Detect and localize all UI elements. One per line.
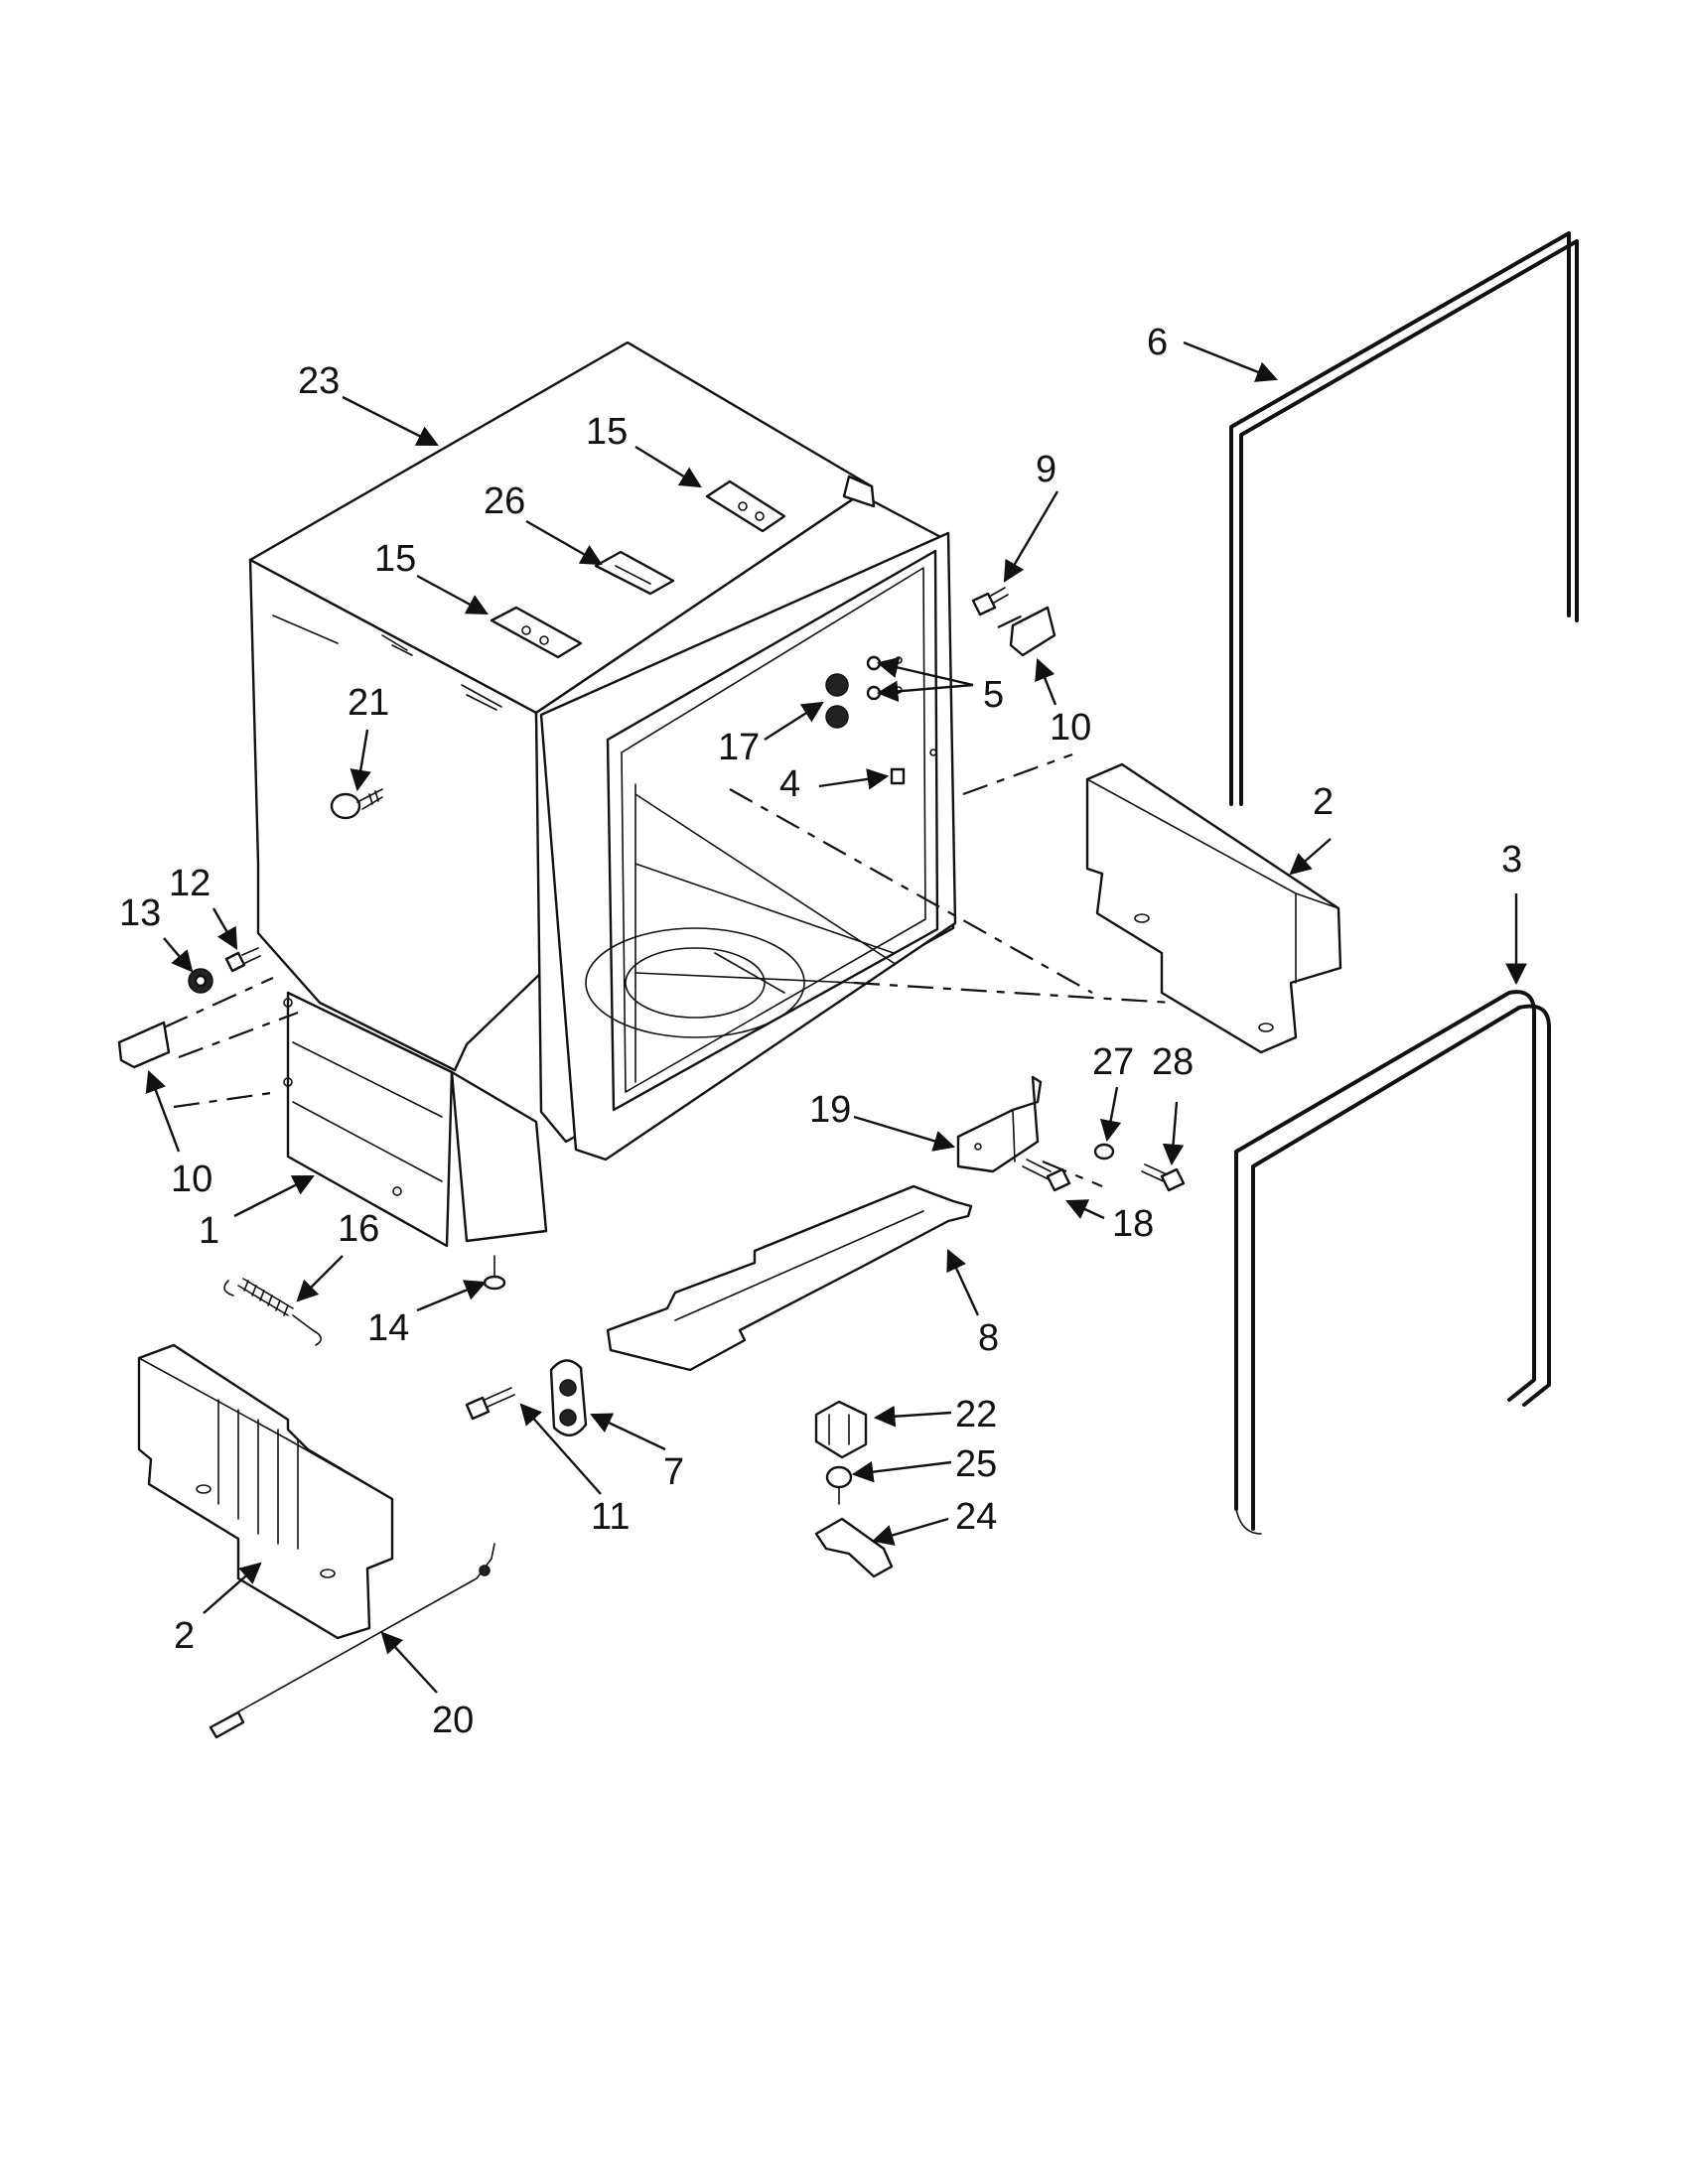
bracket-10-left <box>117 1021 171 1069</box>
leveling-foot-14 <box>483 1255 506 1291</box>
nut-13 <box>188 968 213 994</box>
insulation-block-left <box>137 1343 394 1640</box>
callout-labels: 23 15 26 15 9 6 10 5 17 4 2 3 21 12 13 1… <box>119 322 1522 1741</box>
callout-15b: 15 <box>374 538 416 580</box>
callout-21: 21 <box>348 682 389 724</box>
callout-15a: 15 <box>586 411 628 453</box>
bracket-10-right <box>1009 606 1056 657</box>
callout-9: 8 <box>978 1317 999 1359</box>
screw-7 <box>971 587 1009 616</box>
callout-28: 28 <box>1152 1041 1194 1083</box>
callout-25: 25 <box>955 1443 997 1485</box>
leader-lines <box>145 341 1527 1694</box>
base-frame <box>283 991 548 1248</box>
tub-assembly <box>248 341 957 1161</box>
callout-2b: 2 <box>174 1615 195 1657</box>
bracket-24 <box>814 1517 894 1578</box>
screw-12 <box>224 947 261 973</box>
callout-3: 3 <box>1501 839 1522 881</box>
callout-20: 20 <box>432 1700 474 1741</box>
inlet-fittings <box>825 655 937 785</box>
callout-6: 6 <box>1147 322 1168 363</box>
callout-2a: 2 <box>1313 781 1334 823</box>
screw-11 <box>465 1387 515 1421</box>
insulation-block-right <box>1085 762 1342 1054</box>
sensor-wire-20 <box>209 1543 495 1739</box>
bracket-8 <box>549 1359 588 1436</box>
callout-27: 27 <box>1092 1041 1134 1083</box>
bracket-19 <box>956 1075 1043 1173</box>
bottom-plate <box>606 1184 973 1372</box>
callout-10a: 10 <box>1050 707 1091 749</box>
callout-19: 19 <box>809 1089 851 1131</box>
switch-22 <box>814 1400 868 1459</box>
callout-26: 26 <box>484 480 525 522</box>
callout-11: 11 <box>591 1496 630 1538</box>
callout-7: 9 <box>1036 449 1056 490</box>
spring-16 <box>223 1278 323 1346</box>
door-gasket-bottom <box>1234 990 1551 1535</box>
callout-23: 23 <box>298 360 340 402</box>
door-gasket-side <box>1229 231 1579 806</box>
callout-4: 4 <box>779 763 800 805</box>
float-25 <box>825 1465 853 1505</box>
callout-22: 22 <box>955 1394 997 1435</box>
callout-18: 18 <box>1112 1203 1154 1245</box>
callout-8: 7 <box>663 1451 684 1493</box>
top-clip <box>594 550 675 596</box>
callout-10b: 10 <box>171 1159 212 1200</box>
hinge-bracket-top-rear <box>705 479 786 533</box>
callout-24: 24 <box>955 1496 997 1538</box>
callout-5: 5 <box>983 674 1004 716</box>
callout-16: 16 <box>338 1208 379 1250</box>
callout-17: 17 <box>718 727 760 768</box>
callout-1: 1 <box>199 1210 219 1252</box>
screw-28 <box>1141 1163 1186 1192</box>
callout-12: 12 <box>169 863 211 904</box>
callout-14: 14 <box>367 1307 409 1349</box>
side-screw <box>330 788 383 820</box>
callout-13: 13 <box>119 892 161 934</box>
screw-18 <box>1022 1159 1071 1192</box>
hinge-bracket-top-front <box>490 606 583 659</box>
washer-27 <box>1093 1143 1115 1160</box>
